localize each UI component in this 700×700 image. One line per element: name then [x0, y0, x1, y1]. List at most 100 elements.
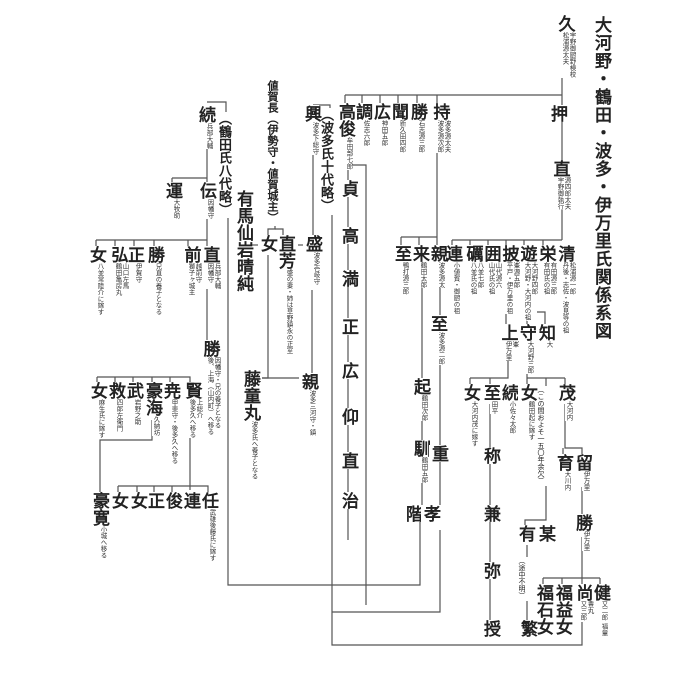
person-t_hiro: 弘山口左馬 鶴田亀房丸 [106, 246, 129, 296]
person-name: 来 [409, 245, 429, 262]
person-note: 有田源三郎 有田氏の祖 [542, 262, 557, 295]
person-note: 波多下総守 [311, 122, 319, 155]
person-tome: 留伊万里 [572, 454, 592, 491]
person-name: 任 [198, 492, 218, 509]
person-name: 福益女 [552, 584, 572, 635]
person-name: 繁 [517, 620, 537, 637]
person-name: 勝 [407, 103, 427, 120]
person-t_masa: 正伊賀守 [124, 246, 144, 283]
person-note: 上総介 後多久へ移る [188, 399, 203, 438]
person-note: 伊万里 [582, 531, 590, 551]
person-hisa: 久宇野御厨野検校 松浦源太夫 [553, 15, 576, 78]
person-name: 連 [442, 245, 462, 262]
person-note: 小佐々太郎 [508, 401, 516, 434]
person-name: 高 [338, 227, 358, 244]
person-note: 石志源三郎 [417, 120, 425, 153]
person-name: 前 [180, 246, 201, 263]
person-name: 女 [86, 246, 106, 263]
person-note: 山口左馬 鶴田亀房丸 [114, 263, 129, 296]
person-note: 兵部大輔 [205, 123, 213, 149]
person-name: 高俊 [335, 103, 355, 137]
person-note: 宇野御厨野検校 松浦源太夫 [561, 32, 576, 78]
person-h_mitsu: 満 [338, 270, 358, 287]
person-note: 鴨打源三郎 [401, 262, 409, 295]
lineage-line [564, 404, 583, 454]
person-name: 上 [497, 324, 518, 341]
person-hata10: （波多氏十代略） [318, 108, 333, 212]
person-oki: 起鶴田次郎 [410, 378, 430, 421]
person-gokan: 豪寛小城へ移る [89, 492, 109, 559]
person-note: 神田五郎 [380, 120, 388, 146]
person-fukueki: 福益女 [552, 584, 572, 635]
person-ren: 連小値賀・御厨の祖 [442, 245, 462, 314]
person-un: 運大牧助 [162, 182, 182, 219]
person-name: 豪海 [142, 382, 162, 416]
person-kane: 兼 [480, 505, 500, 522]
person-name: 至 [480, 384, 500, 401]
person-gokai: 豪海久納坊 [142, 382, 162, 436]
person-note: 八並七郎 八並氏の祖 [469, 262, 484, 295]
person-note: 麻生氏に嫁す [97, 399, 105, 438]
person-note: 峯 伊万里 [504, 341, 519, 361]
person-name: （波多氏十代略） [318, 108, 333, 212]
person-shigeru2: 繁 [517, 620, 537, 637]
lineage-line [332, 530, 441, 613]
person-itaru1: 至鴨打源三郎 [391, 245, 411, 295]
person-name: 伝 [196, 182, 216, 199]
person-name: 有馬仙岩晴純 [233, 190, 253, 292]
person-name: 値賀長（伊勢守・値賀城主） [266, 80, 279, 223]
lineage-line [207, 101, 227, 112]
person-zoku2: 続小佐々太郎 [498, 384, 518, 434]
person-name: 至 [427, 315, 447, 332]
person-shige: 重 [428, 445, 448, 462]
person-name: 久 [554, 15, 575, 32]
person-note: 因幡守・兄の養子となる 後、上海（山内町）へ移る [206, 357, 221, 435]
lineage-line [97, 376, 191, 490]
person-name: 聞 [388, 103, 408, 120]
person-name: 女 [460, 384, 480, 401]
person-note: 波多源二郎 [437, 332, 445, 365]
person-note: 松浦源一郎 丹後・志佐・波見等の祖 [561, 262, 576, 334]
person-itaru3: 至田平 [480, 384, 500, 414]
person-name: 披 [498, 245, 519, 262]
person-note: 大河野三郎 [526, 341, 534, 374]
person-chika2: 親波多三河守・鎮 [298, 373, 318, 436]
person-note: 牟田部七郎 [345, 137, 353, 170]
person-name: 正 [144, 492, 164, 509]
person-onna6: 女鶴田起に嫁す [517, 384, 537, 440]
person-name: 勝 [199, 340, 220, 357]
person-name: 留 [572, 454, 592, 471]
chart-title: 大河野・鶴田・波多・伊万里氏関係系図 [591, 16, 611, 340]
person-note: 波多壱岐守 [312, 252, 320, 285]
person-ya: 弥 [480, 562, 500, 579]
person-name: 起 [410, 378, 430, 395]
person-name: （途中不明） [518, 557, 526, 599]
person-note: 大 [545, 341, 553, 348]
lineage-line [262, 255, 269, 379]
person-name: 直 [549, 160, 570, 177]
person-nin: 任武雄後藤氏に嫁す [198, 492, 218, 561]
person-note: 伊万里 [582, 471, 590, 491]
person-name: 守 [516, 324, 536, 341]
person-kiku: 聞新久田四郎 [388, 103, 408, 153]
person-ren2: 連 [180, 492, 200, 509]
person-kyu: 救四郎左衛門 [105, 382, 125, 432]
person-chiga: 値賀長（伊勢守・値賀城主） [266, 80, 279, 223]
person-name: 女 [87, 382, 107, 399]
lineage-line [331, 215, 583, 646]
person-hiraku: 披峯源五郎 平戸・伊万里の祖 [497, 245, 520, 314]
person-mochi: 持波多源太夫 波多源次郎 [428, 103, 451, 153]
person-name: 弥 [480, 562, 500, 579]
lineage-line [227, 218, 421, 586]
person-kai: 階 [402, 505, 422, 522]
person-name: （鶴田氏八代略） [216, 112, 231, 216]
person-hiro: 広神田五郎 [370, 103, 390, 146]
person-note: 因幡守 [206, 199, 214, 219]
person-kakomu: 囲山代源六 山代氏の祖 [479, 245, 502, 295]
person-shigeru: 茂大河内 [555, 384, 575, 421]
lineage-line [118, 485, 209, 492]
person-name: 広 [338, 362, 358, 379]
person-chika: 親波多源太 [427, 245, 447, 288]
person-naoyoshi: 直芳盛の妻・姉は草野鎮永の正室 [275, 235, 295, 354]
